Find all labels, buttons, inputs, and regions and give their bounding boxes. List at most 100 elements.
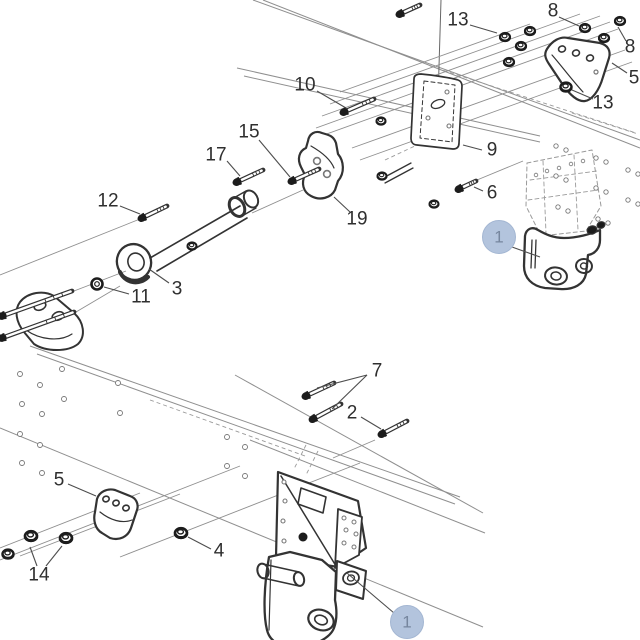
callout-number[interactable]: 5 (629, 68, 640, 89)
highlight-callout-1[interactable]: 1 (346, 572, 424, 639)
nut (173, 526, 189, 540)
web-holes-right (553, 143, 640, 226)
bracket-19-outline (310, 145, 335, 169)
callout-leader-line (67, 483, 97, 497)
callout-number[interactable]: 19 (346, 209, 367, 230)
bolt (0, 288, 75, 320)
bracket-1-bottom-hole (343, 527, 349, 533)
callout-number[interactable]: 15 (238, 122, 259, 143)
web-holes-right-hole (563, 147, 569, 153)
callout-14[interactable]: 14 (28, 545, 63, 586)
bracket-5-top (544, 36, 611, 103)
web-holes-lower-hole (242, 444, 248, 450)
bracket-1-bottom-hole (341, 515, 347, 521)
bracket-1-top-ghost-hole (556, 165, 562, 171)
frame-line (0, 427, 484, 628)
callout-number[interactable]: 8 (548, 1, 559, 22)
frame-line (234, 374, 484, 514)
frame-line (571, 112, 639, 135)
bolt (232, 167, 266, 186)
callout-13[interactable]: 13 (447, 10, 498, 34)
callout-2[interactable]: 2 (347, 403, 382, 430)
callout-number[interactable]: 11 (131, 287, 151, 308)
frame-line (252, 0, 640, 141)
callout-number[interactable]: 10 (294, 75, 315, 96)
callout-number[interactable]: 13 (447, 10, 468, 31)
callout-3[interactable]: 3 (148, 268, 183, 300)
callout-number[interactable]: 8 (625, 37, 636, 58)
callout-leader-line (462, 144, 483, 151)
nut (498, 31, 512, 43)
nut (613, 15, 627, 27)
bolt (377, 418, 410, 438)
callout-number[interactable]: 17 (205, 145, 226, 166)
callout-13[interactable]: 13 (571, 89, 614, 114)
nut (559, 81, 573, 93)
bracket-5-top-hole (593, 69, 599, 75)
callout-5[interactable]: 5 (54, 470, 97, 497)
callout-8[interactable]: 8 (548, 1, 580, 27)
callout-number[interactable]: 9 (487, 140, 498, 161)
callout-number[interactable]: 6 (487, 183, 498, 204)
callout-number[interactable]: 4 (214, 541, 225, 562)
bracket-1-bottom-hole (353, 531, 359, 537)
callout-number[interactable]: 2 (347, 403, 358, 424)
callout-5[interactable]: 5 (611, 62, 640, 89)
callout-17[interactable]: 17 (205, 145, 241, 177)
callout-7[interactable]: 7 (316, 361, 383, 410)
frame-line (119, 462, 361, 558)
callout-number[interactable]: 1 (494, 228, 503, 247)
callout-19[interactable]: 19 (333, 196, 368, 230)
callout-6[interactable]: 6 (473, 183, 498, 204)
bracket-5-bottom-outline (93, 488, 139, 541)
callout-leader-line (45, 545, 63, 567)
torque-rod-3-detail (115, 242, 153, 282)
bracket-5-top-outline (551, 54, 584, 93)
callout-number[interactable]: 3 (172, 279, 183, 300)
callout-leader-line (29, 546, 38, 567)
nut (376, 171, 388, 181)
highlight-circle[interactable] (482, 220, 516, 254)
bracket-1-bottom-detail (256, 562, 270, 580)
callout-8[interactable]: 8 (617, 26, 636, 58)
callout-number[interactable]: 5 (54, 470, 65, 491)
bracket-1-bottom-detail (307, 608, 335, 632)
callout-number[interactable]: 14 (28, 565, 50, 586)
callout-number[interactable]: 1 (402, 613, 411, 632)
callout-9[interactable]: 9 (462, 140, 498, 161)
callout-number[interactable]: 12 (97, 191, 118, 212)
callout-leader-line (316, 374, 368, 389)
web-holes-lower-hole (224, 434, 230, 440)
highlight-circle[interactable] (390, 605, 424, 639)
plate-9-hole (425, 115, 431, 121)
bracket-1-bottom-hole (281, 479, 287, 485)
frame-line (249, 439, 486, 534)
bracket-1-top-shackle-outline (522, 227, 602, 291)
bracket-19-hole (322, 169, 332, 179)
callout-10[interactable]: 10 (294, 75, 347, 109)
nut (1, 548, 15, 560)
frame-line (429, 65, 637, 134)
callout-number[interactable]: 13 (592, 93, 613, 114)
frame-line (36, 353, 456, 505)
callout-15[interactable]: 15 (238, 122, 291, 178)
web-holes-lower-hole (17, 431, 23, 437)
nut (597, 32, 611, 44)
bracket-1-bottom-outline (335, 560, 367, 600)
callout-12[interactable]: 12 (97, 191, 141, 215)
callout-4[interactable]: 4 (187, 536, 225, 562)
bracket-5-top-detail (585, 54, 595, 62)
bracket-5-bottom-detail (112, 499, 120, 507)
bracket-1-top-shackle-detail (544, 266, 568, 286)
highlight-callout-1[interactable]: 1 (482, 220, 541, 258)
plate-9 (410, 73, 463, 150)
web-holes-right-hole (603, 159, 609, 165)
frame-line (262, 0, 640, 149)
callout-11[interactable]: 11 (103, 286, 151, 308)
callout-number[interactable]: 7 (372, 361, 383, 382)
bracket-1-top-shackle (522, 221, 606, 291)
bracket-5-bottom-detail (122, 504, 130, 512)
callout-leader-line (226, 160, 241, 177)
bracket-1-bottom-outline (297, 487, 327, 514)
